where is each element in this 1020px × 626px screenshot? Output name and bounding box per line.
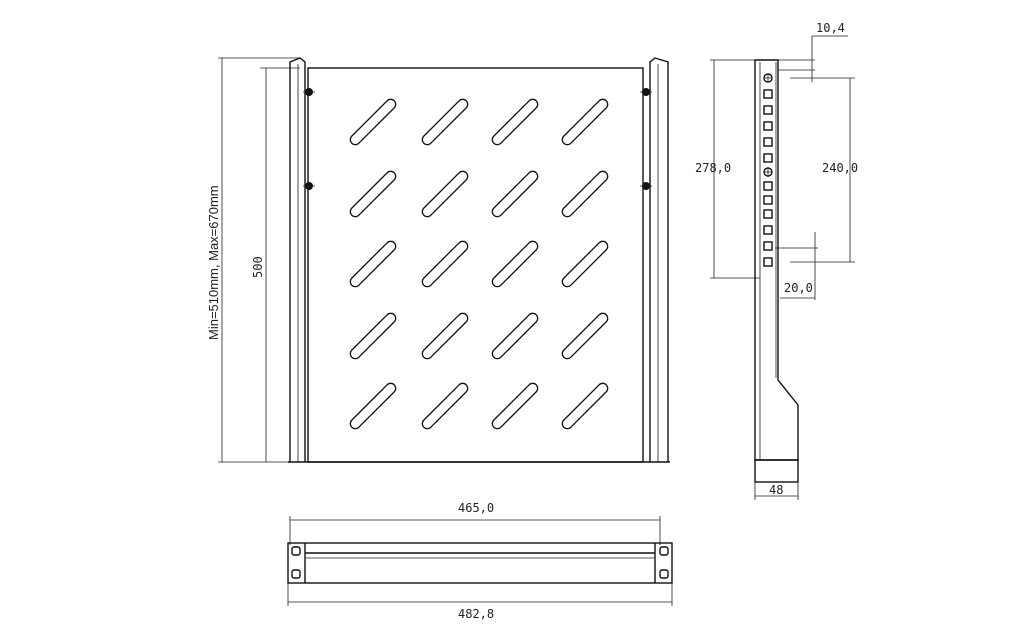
vent-slot	[349, 98, 397, 146]
front-view: 465,0 482,8	[287, 501, 673, 621]
bracket-foot	[754, 459, 799, 483]
vent-slot	[421, 98, 469, 146]
right-rail	[649, 57, 669, 462]
square-hole-icon	[763, 225, 773, 235]
vent-slot	[561, 312, 609, 360]
vent-slot	[349, 170, 397, 218]
vent-slot	[491, 312, 539, 360]
ear-hole-icon-4	[659, 569, 669, 579]
square-hole-icon	[763, 209, 773, 219]
bracket-height-label: 278,0	[695, 161, 731, 175]
side-width-label: 48	[769, 483, 783, 497]
top-offset-label: 10,4	[816, 21, 845, 35]
bracket-body	[754, 59, 799, 461]
side-view: 278,0 10,4 240,0 20,0 48	[695, 21, 858, 500]
vent-slot	[349, 240, 397, 288]
square-hole-icon	[763, 121, 773, 131]
square-hole-icon	[763, 153, 773, 163]
square-hole-icon	[763, 105, 773, 115]
screw-hole-icon	[763, 73, 773, 83]
screw-icon-4	[640, 182, 652, 190]
vent-slot	[421, 240, 469, 288]
range-label: Min=510mm, Max=670mm	[206, 185, 221, 340]
inner-width-label: 465,0	[458, 501, 494, 515]
vent-slot	[561, 170, 609, 218]
square-hole-icon	[763, 195, 773, 205]
screw-icon-2	[303, 182, 315, 190]
square-hole-icon	[763, 241, 773, 251]
ear-hole-icon-1	[291, 546, 301, 556]
outer-width-label: 482,8	[458, 607, 494, 621]
screw-hole-icon	[763, 167, 773, 177]
square-hole-icon	[763, 137, 773, 147]
vent-slot	[349, 312, 397, 360]
vent-slot	[491, 170, 539, 218]
ear-hole-icon-2	[291, 569, 301, 579]
vent-slots	[349, 98, 609, 430]
vent-slot	[349, 382, 397, 430]
vent-slot	[561, 98, 609, 146]
screw-icon-1	[303, 88, 315, 96]
square-hole-icon	[763, 181, 773, 191]
square-hole-icon	[763, 257, 773, 267]
vent-slot	[491, 382, 539, 430]
vent-slot	[421, 382, 469, 430]
vent-slot	[421, 312, 469, 360]
vent-slot	[561, 382, 609, 430]
ear-hole-icon-3	[659, 546, 669, 556]
depth-label: 500	[251, 256, 265, 278]
bottom-offset-label: 20,0	[784, 281, 813, 295]
rack-holes	[763, 73, 773, 267]
left-rail	[289, 57, 306, 462]
vent-slot	[491, 98, 539, 146]
vent-slot	[421, 170, 469, 218]
screw-icon-3	[640, 88, 652, 96]
front-body	[287, 542, 673, 584]
top-view: Min=510mm, Max=670mm 500	[206, 57, 670, 463]
square-hole-icon	[763, 89, 773, 99]
hole-spacing-label: 240,0	[822, 161, 858, 175]
vent-slot	[561, 240, 609, 288]
vent-slot	[491, 240, 539, 288]
